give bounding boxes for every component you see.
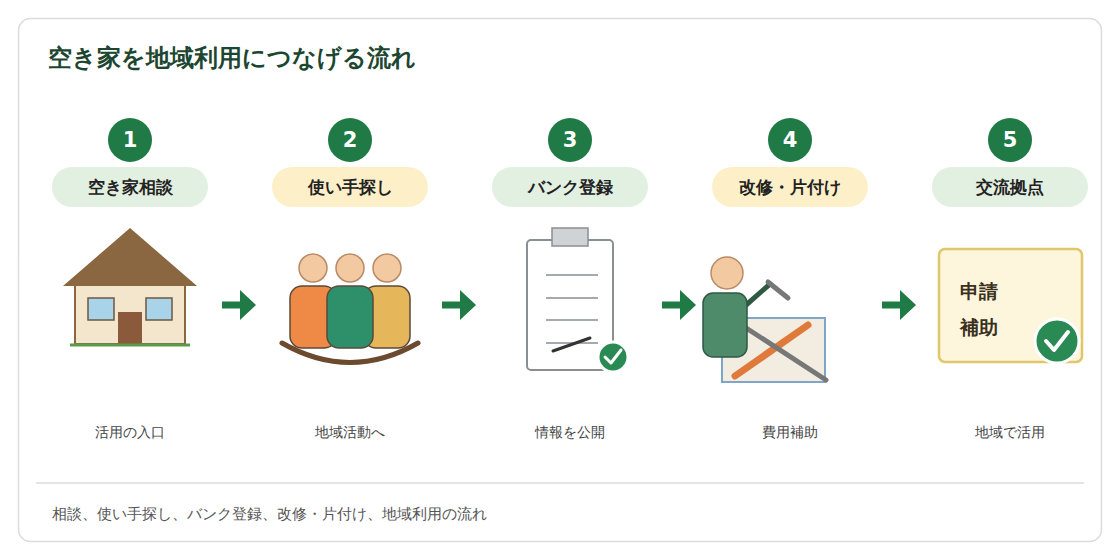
step-description: 情報を公開 [482, 424, 658, 442]
step-illustration: 情報を公開 [482, 225, 658, 385]
house-window [146, 298, 172, 320]
diagram-title: 空き家を地域利用につなげる流れ [48, 42, 416, 74]
step-number-circle: 3 [548, 118, 592, 162]
house-roof [63, 228, 197, 286]
text-line [546, 297, 598, 299]
pen-stroke [553, 338, 590, 351]
person-body [327, 286, 373, 348]
tool-head [768, 282, 788, 298]
step-label-pill: 空き家相談 [52, 167, 208, 207]
house-door [118, 312, 142, 344]
step-illustration: 費用補助 [702, 225, 878, 385]
flow-arrow [442, 302, 464, 309]
repair-icon [703, 257, 826, 382]
step-number: 1 [108, 118, 152, 162]
clipboard-clip [552, 228, 588, 246]
card-frame [19, 19, 1102, 542]
step-number-circle: 4 [768, 118, 812, 162]
text-line [546, 319, 598, 321]
person-head [373, 254, 401, 282]
step-number: 5 [988, 118, 1032, 162]
clipboard-icon [527, 228, 628, 372]
worker-head [711, 257, 743, 289]
flow-arrow [662, 302, 684, 309]
step-name: バンク登録 [528, 167, 613, 207]
step-number: 2 [328, 118, 372, 162]
people-icon [282, 254, 418, 363]
step-label-pill: バンク登録 [492, 167, 648, 207]
step-name: 使い手探し [308, 167, 393, 207]
step-illustration: 地域活動へ [262, 225, 438, 385]
metal-bar [740, 324, 826, 380]
step-name: 改修・片付け [739, 167, 841, 207]
flow-arrow [882, 302, 904, 309]
step-name: 交流拠点 [976, 167, 1044, 207]
house-icon [63, 228, 197, 345]
house-window [88, 298, 114, 320]
step-number-circle: 1 [108, 118, 152, 162]
divider-line [36, 482, 1084, 484]
check-badge [1035, 319, 1079, 363]
diagram-caption: 相談、使い手探し、バンク登録、改修・片付け、地域利用の流れ [52, 505, 487, 524]
step-name: 空き家相談 [88, 167, 173, 207]
step-label-pill: 交流拠点 [932, 167, 1088, 207]
step-number: 3 [548, 118, 592, 162]
house-wall [75, 282, 185, 344]
person-head [336, 254, 364, 282]
card-text: 申請 補助 [960, 273, 1004, 345]
text-line [546, 274, 598, 276]
step-illustration: 活用の入口 [42, 225, 218, 385]
step-illustration: 申請 補助地域で活用 [922, 225, 1098, 385]
application-box [939, 249, 1082, 362]
step-label-pill: 改修・片付け [712, 167, 868, 207]
ground-line [70, 344, 190, 347]
tool-handle [745, 284, 770, 306]
person-head [299, 254, 327, 282]
check-badge [598, 342, 628, 372]
step-number-circle: 5 [988, 118, 1032, 162]
step-label-pill: 使い手探し [272, 167, 428, 207]
check-mark [1046, 332, 1068, 350]
worker-body [703, 293, 747, 357]
step-number-circle: 2 [328, 118, 372, 162]
step-description: 地域で活用 [922, 424, 1098, 442]
flow-arrow [222, 302, 244, 309]
step-number: 4 [768, 118, 812, 162]
step-description: 地域活動へ [262, 424, 438, 442]
step-description: 費用補助 [702, 424, 878, 442]
check-mark [605, 350, 621, 363]
step-description: 活用の入口 [42, 424, 218, 442]
application-card [939, 249, 1082, 363]
